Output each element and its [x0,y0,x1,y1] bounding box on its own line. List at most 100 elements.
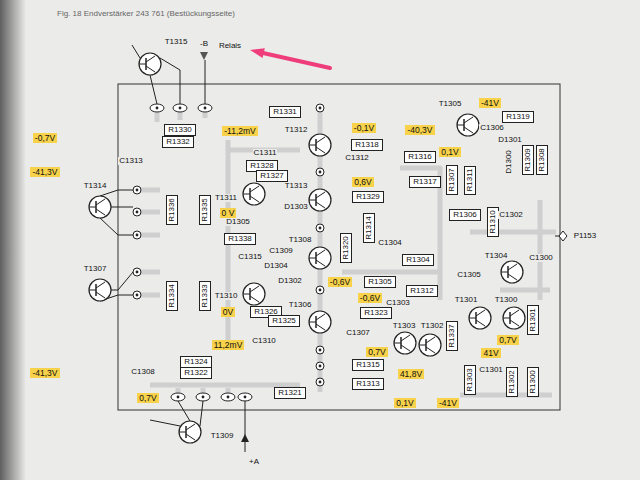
part-number: R1331 [273,108,297,116]
part-number: R1303 [466,368,474,392]
resistor-box: R1302 [506,367,518,397]
resistor-box: R1305 [364,276,396,288]
part-label: C1306 [479,124,505,132]
part-number: R1307 [448,168,456,192]
voltage-highlight: 0 V [220,208,237,219]
resistor-box: R1337 [446,321,458,351]
voltage-value: 0,6V [354,178,372,187]
resistor-box: R1301 [527,305,539,335]
highlight-arrow [250,48,330,68]
resistor-box: R1325 [268,315,300,327]
part-number: R1308 [538,148,546,172]
resistor-box: R1338 [224,233,256,245]
part-label: C1307 [345,329,371,337]
resistor-box: R1310 [487,207,499,237]
part-label: Relais [218,42,242,50]
voltage-highlight: -40,3V [405,125,434,136]
part-label: C1309 [268,247,294,255]
part-label: D1303 [283,203,309,211]
part-number: R1324 [184,358,208,366]
resistor-box: R1316 [404,151,436,163]
part-label: D1305 [225,218,251,226]
voltage-value: -0,6V [360,294,380,303]
resistor-box: R1333 [199,281,211,311]
part-label: D1302 [277,277,303,285]
transistor-symbol [89,53,525,443]
voltage-highlight: 0,6V [352,177,374,188]
part-number: R1304 [406,256,430,264]
part-label: D1301 [497,136,523,144]
voltage-value: 41V [483,349,498,358]
part-number: R1321 [278,389,302,397]
resistor-box: R1309 [522,145,534,175]
resistor-box: R1321 [274,387,306,399]
figure-title: Fig. 18 Endverstärker 243 761 (Bestückun… [57,10,235,18]
resistor-box: R1315 [352,359,384,371]
part-label: T1315 [164,38,189,46]
voltage-value: -41V [439,399,457,408]
part-number: R1316 [408,153,432,161]
voltage-value: -0,1V [354,124,374,133]
part-label: C1308 [130,368,156,376]
part-label: C1303 [385,299,411,307]
voltage-highlight: -11,2mV [222,126,258,137]
part-label: D1304 [263,262,289,270]
voltage-value: 0,1V [396,399,414,408]
lead-wires [100,45,560,452]
part-number: R1317 [413,178,437,186]
part-label: C1312 [344,154,370,162]
voltage-highlight: 0,1V [439,147,461,158]
supply-arrow [241,434,249,442]
part-label: T1303 [392,322,417,330]
resistor-box: R1330 [164,124,196,136]
part-number: R1338 [228,235,252,243]
part-label: C1310 [251,337,277,345]
part-number: R1311 [466,169,474,192]
part-label: +A [248,458,260,466]
part-label: C1301 [478,366,504,374]
copper-traces [137,104,556,397]
part-label: T1300 [494,296,519,304]
resistor-box: R1322 [180,367,212,379]
part-label: T1310 [214,292,239,300]
part-label: T1307 [83,265,108,273]
part-number: R1302 [508,370,516,394]
voltage-value: 0,7V [368,348,386,357]
voltage-value: -41V [481,99,499,108]
voltage-highlight: -0,7V [33,133,57,144]
part-number: R1329 [356,193,380,201]
part-label: C1315 [237,253,263,261]
part-label: C1313 [118,157,144,165]
part-number: R1333 [201,284,209,308]
part-number: R1330 [168,126,192,134]
part-number: R1328 [250,162,274,170]
part-number: R1320 [342,236,350,260]
part-number: R1323 [364,309,388,317]
part-label: C1302 [498,211,524,219]
part-number: R1319 [506,113,530,121]
voltage-highlight: -41V [437,398,459,409]
part-label: C1311 [253,149,278,157]
part-number: R1332 [166,138,190,146]
voltage-highlight: 0,1V [394,398,416,409]
supply-arrow [200,52,208,60]
voltage-value: 41,8V [400,370,422,379]
part-number: R1306 [453,211,477,219]
voltage-highlight: 0V [221,307,235,318]
voltage-highlight: -41V [479,98,501,109]
part-number: R1310 [489,210,497,234]
voltage-highlight: -41,3V [30,167,59,178]
resistor-box: R1300 [527,367,539,397]
voltage-value: 0 V [222,209,235,218]
voltage-value: -41,3V [32,168,57,177]
part-label: T1309 [210,432,235,440]
part-number: R1336 [168,198,176,222]
resistor-box: R1319 [502,111,534,123]
resistor-box: R1308 [536,145,548,175]
resistor-box: R1336 [166,195,178,225]
resistor-box: R1311 [464,166,476,195]
voltage-highlight: 11,2mV [212,340,245,351]
part-number: R1325 [272,317,296,325]
part-number: R1318 [355,141,379,149]
